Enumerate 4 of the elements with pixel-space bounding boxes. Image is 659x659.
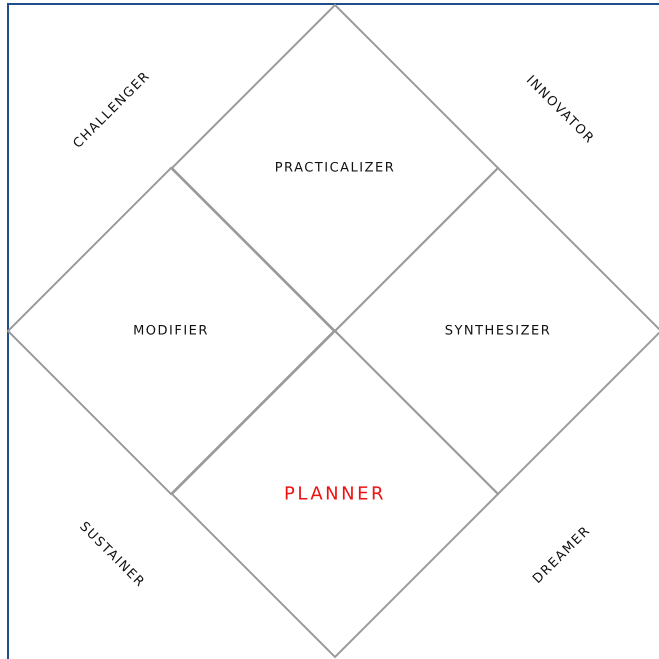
quadrant-label: MODIFIER [133,324,209,338]
quadrant-label: PRACTICALIZER [274,160,396,176]
quadrant-label: PLANNER [284,484,386,504]
quadrant-label: SYNTHESIZER [444,324,552,338]
